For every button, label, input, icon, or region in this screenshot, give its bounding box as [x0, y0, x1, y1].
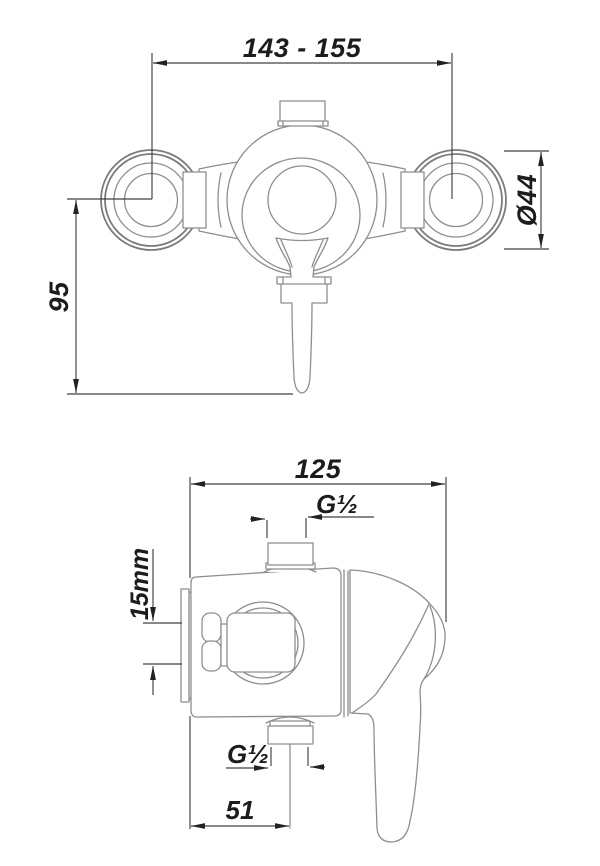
lever-flange-tab-left [276, 276, 284, 285]
wall-plate [180, 588, 190, 703]
left-escutcheon [100, 149, 207, 251]
union-nut-lower [201, 640, 222, 672]
dim-width-range-label: 143 - 155 [243, 33, 362, 63]
bottom-outlet-washer [269, 720, 311, 727]
left-union [182, 171, 207, 229]
dim-depth-label: 125 [295, 454, 342, 484]
handle-knob [267, 165, 337, 235]
dim-top-thread-label: G½ [316, 489, 358, 519]
lever-flange-tab-right [324, 276, 332, 285]
dim-height-label: 95 [44, 281, 74, 313]
cartridge-cover [226, 612, 296, 673]
dim-outlet-distance-label: 51 [226, 795, 255, 825]
top-connection [279, 100, 326, 123]
right-escutcheon [400, 149, 507, 251]
top-outlet [267, 542, 314, 566]
lever-crease [351, 603, 430, 714]
front-view-dimensions: 143 - 155 95 Ø44 [44, 33, 549, 395]
top-connection-flange [277, 120, 329, 127]
lever-handle [275, 237, 329, 394]
front-view [100, 100, 507, 394]
dim-offset-label: 15mm [126, 548, 154, 620]
dim-bottom-thread-label: G½ [227, 739, 269, 769]
lever-handle-side [349, 569, 446, 843]
lever-facet [423, 605, 437, 680]
dim-diameter-label: Ø44 [512, 174, 542, 227]
side-view [180, 542, 446, 843]
right-union [400, 171, 425, 229]
side-view-dimensions: 125 G½ 15mm G½ 51 [126, 454, 447, 829]
left-arm-fillet [217, 172, 222, 228]
right-arm-fillet [382, 172, 387, 228]
union-nut-upper [201, 612, 222, 643]
bottom-outlet [267, 725, 314, 745]
